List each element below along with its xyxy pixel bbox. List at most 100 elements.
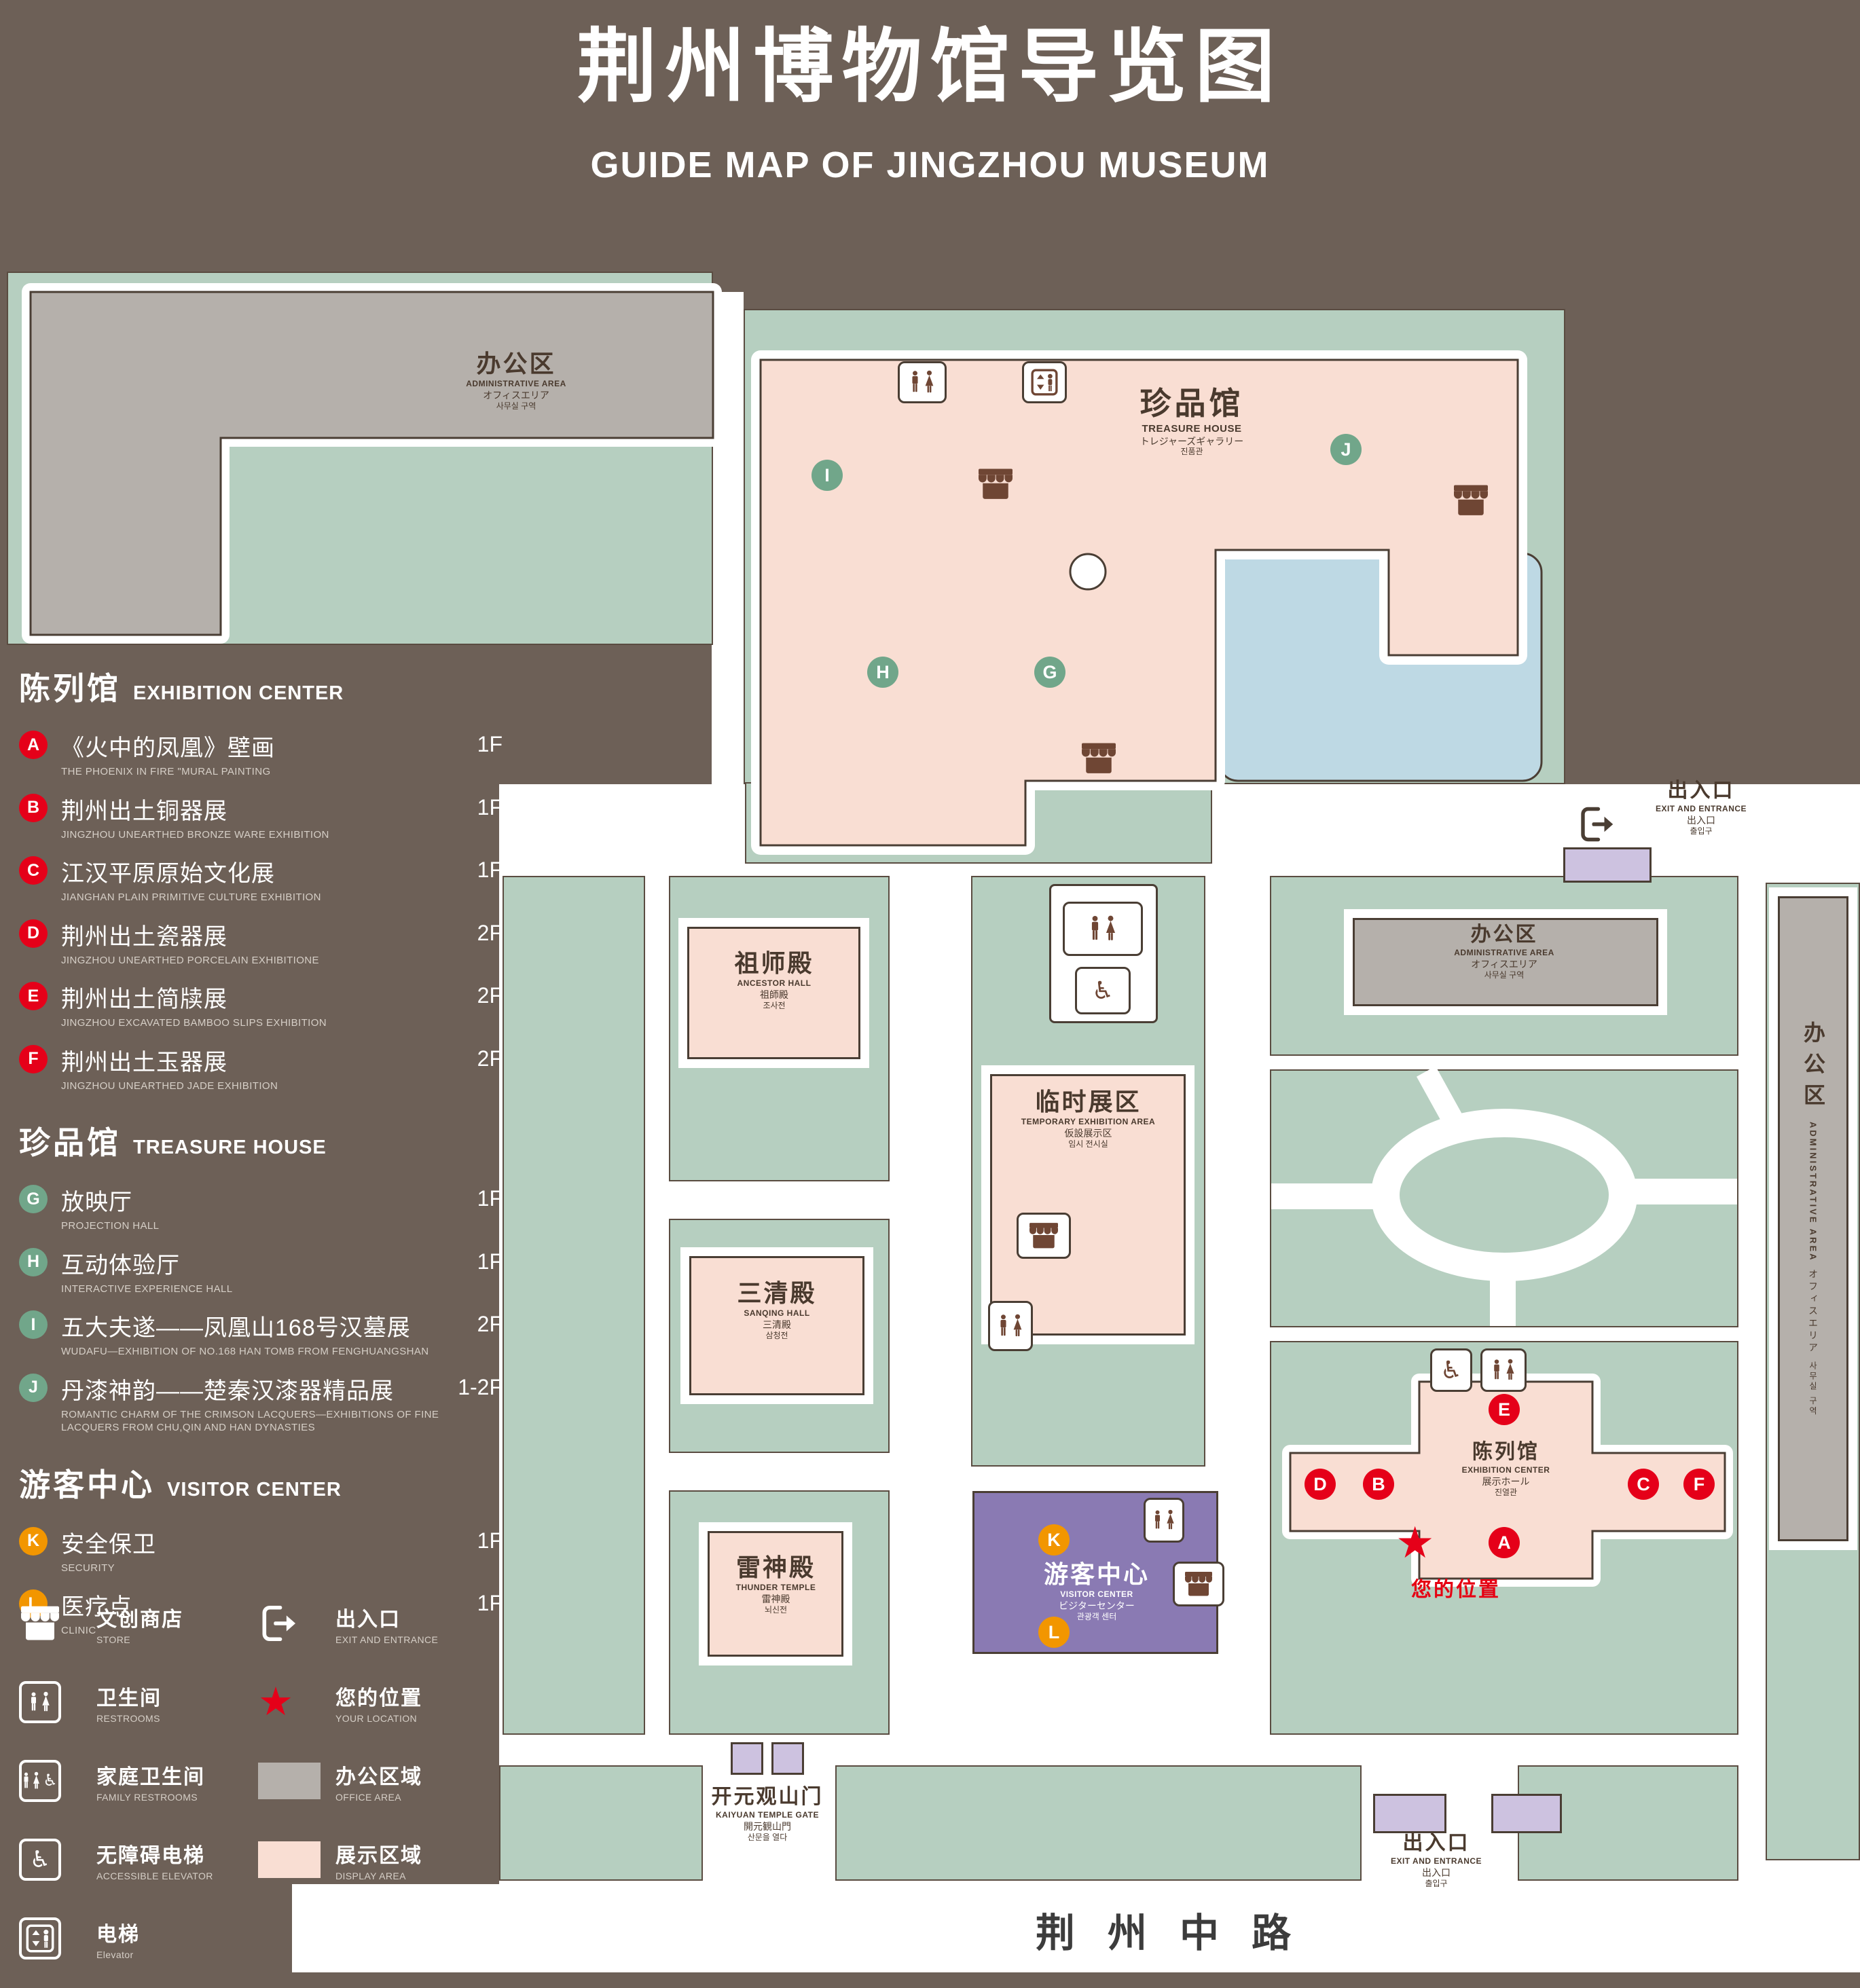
section-title-zh: 陈列馆 [19,671,121,706]
label-exit-bottom: 出入口 EXIT AND ENTRANCE 出入口 출입구 [1390,1832,1482,1888]
badge-b: B [19,793,48,822]
label-visitor-center: 游客中心 VISITOR CENTER ビジターセンター 관광객 센터 [1043,1560,1150,1621]
store-icon [1017,1213,1071,1259]
badge-c: C [19,856,48,885]
admin-building-mid [1353,918,1658,1006]
restroom-icon [898,361,947,403]
badge-e: E [19,982,48,1010]
marker-i: I [812,460,843,491]
badge-a: A [19,731,48,759]
thunder-temple-building [708,1531,843,1657]
marker-g: G [1034,657,1065,688]
wheelchair-icon: ♿ [1091,976,1114,1004]
label-admin-top: 办公区 ADMINISTRATIVE AREA オフィスエリア 사무실 구역 [466,350,566,411]
gate-block-right [771,1742,804,1775]
accessible-elevator-icon: ♿ [1430,1348,1472,1392]
road-jingzhou-left [292,1884,503,1972]
store-icon [977,467,1015,501]
label-ancestor-hall: 祖师殿 ANCESTOR HALL 祖師殿 조사전 [734,949,814,1010]
family-restroom-icon [1063,902,1143,956]
badge-k: K [19,1526,48,1556]
sanqing-hall-building [689,1256,864,1395]
badge-g: G [19,1185,48,1213]
badge-f: F [19,1044,48,1073]
your-location-label: 您的位置 [1411,1579,1501,1601]
badge-i: I [19,1310,48,1339]
section-treasure-house: 珍品馆 TREASURE HOUSE [19,1125,327,1160]
ancestor-hall-building [687,927,860,1059]
marker-b: B [1363,1469,1394,1500]
label-treasure-house: 珍品馆 TREASURE HOUSE トレジャーズギャラリー 진품관 [1139,386,1244,457]
accessible-elevator-icon: ♿ [19,1836,81,1883]
label-admin-right: 办公区 ADMINISTRATIVE AREA オフィスエリア 사무실 구역 [1801,1021,1825,1416]
label-kaiyuan-gate: 开元观山门 KAIYUAN TEMPLE GATE 開元観山門 산문을 열다 [711,1786,824,1842]
marker-f: F [1683,1469,1715,1500]
store-icon [1173,1562,1224,1606]
your-location-star: ★ [258,1680,293,1724]
elevator-icon [19,1915,81,1962]
exit-block-right [1563,847,1652,883]
green-garden-block [1270,1069,1738,1327]
green-left-strip [503,876,645,1735]
your-location-star: ★ [1396,1518,1435,1567]
accessible-restroom-icon: ♿ [1075,967,1131,1014]
wheelchair-icon: ♿ [1440,1356,1463,1384]
badge-h: H [19,1247,48,1276]
section-visitor-center: 游客中心 VISITOR CENTER [19,1467,342,1503]
store-icon [1080,741,1118,775]
label-admin-mid: 办公区 ADMINISTRATIVE AREA オフィスエリア 사무실 구역 [1454,923,1554,980]
display-area-swatch [258,1836,321,1883]
road-top-gap [712,292,744,786]
store-icon [1452,483,1490,517]
badge-j: J [19,1373,48,1402]
label-exhibition-center: 陈列馆 EXHIBITION CENTER 展示ホール 진열관 [1461,1441,1550,1497]
section-title-en: EXHIBITION CENTER [133,682,344,704]
temporary-exhibition-building [990,1074,1186,1336]
section-exhibition-center: 陈列馆 EXHIBITION CENTER [19,664,503,709]
exit-icon [258,1600,321,1647]
road-name-jingzhou-middle: 荆州中路 [1035,1911,1324,1955]
admin-building-right [1778,896,1848,1541]
marker-h: H [867,657,898,688]
green-top-left [7,272,713,645]
green-top-band-tongue [745,782,1212,864]
marker-k: K [1038,1524,1070,1556]
label-temporary-exhibition: 临时展区 TEMPORARY EXHIBITION AREA 仮設展示区 임시 … [1021,1088,1156,1149]
marker-j: J [1330,434,1362,465]
marker-d: D [1305,1469,1336,1500]
marker-a: A [1489,1527,1520,1558]
page-title: 荆州博物馆导览图 [577,22,1283,112]
man-icon [910,370,920,394]
badge-d: D [19,919,48,948]
label-exit-right: 出入口 EXIT AND ENTRANCE 出入口 출입구 [1655,779,1747,836]
woman-icon [924,370,935,394]
office-area-swatch [258,1757,321,1805]
gate-block-left [731,1742,763,1775]
marker-c: C [1628,1469,1659,1500]
green-bottom-band-1 [499,1765,703,1881]
green-bottom-band-2 [835,1765,1362,1881]
restroom-icon [1480,1348,1527,1392]
label-sanqing-hall: 三清殿 SANQING HALL 三清殿 삼청전 [737,1279,817,1340]
label-thunder-temple: 雷神殿 THUNDER TEMPLE 雷神殿 뇌신전 [735,1553,816,1615]
